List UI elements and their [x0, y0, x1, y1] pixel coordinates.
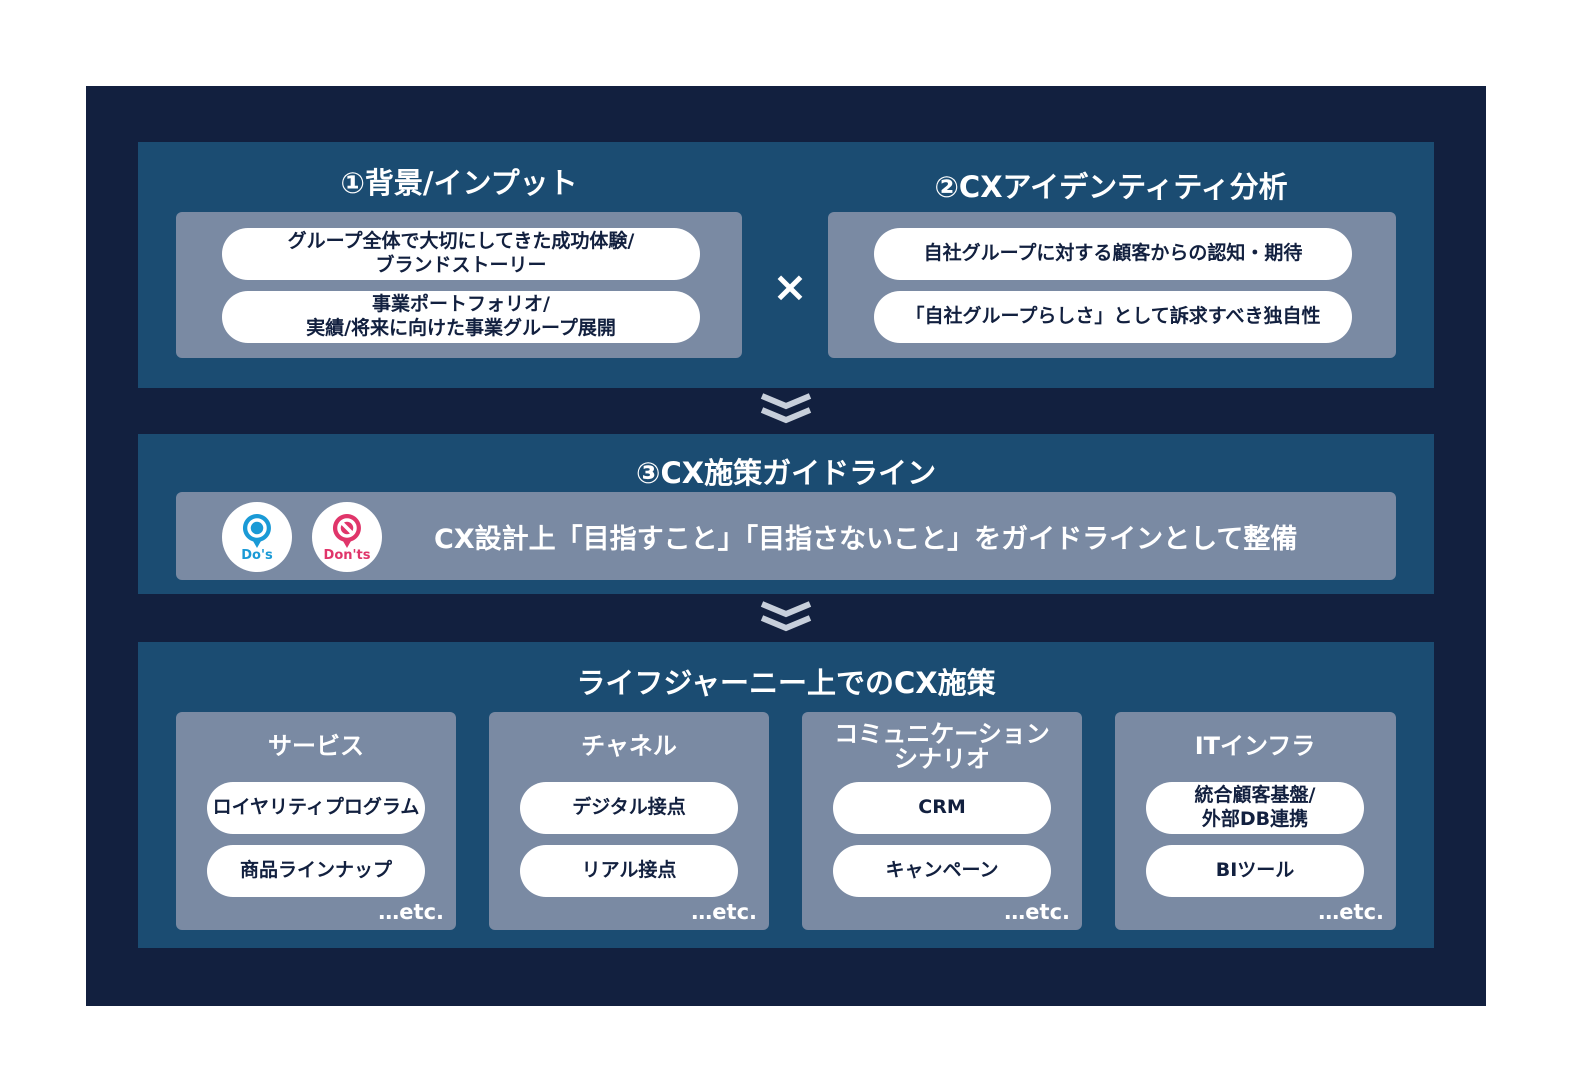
category-title: コミュニケーション シナリオ [834, 720, 1050, 774]
category-title: サービス [268, 732, 364, 760]
category-panel-service: サービス ロイヤリティプログラム 商品ラインナップ …etc. [176, 712, 456, 930]
category-item: BIツール [1146, 845, 1364, 897]
donts-label: Don'ts [323, 548, 371, 563]
multiply-icon: × [772, 262, 808, 311]
category-panel-it-infra: ITインフラ 統合顧客基盤/ 外部DB連携 BIツール …etc. [1115, 712, 1396, 930]
section2-title: ②CXアイデンティティ分析 [934, 170, 1288, 204]
etc-label: …etc. [1004, 900, 1070, 924]
section1-panel: グループ全体で大切にしてきた成功体験/ ブランドストーリー 事業ポートフォリオ/… [176, 212, 742, 358]
double-chevron-down-icon [760, 393, 812, 424]
dos-badge: Do's [222, 502, 292, 572]
category-title: チャネル [581, 732, 677, 760]
guideline-band: ③CX施策ガイドライン Do's Don'ts CX設計上「目指 [138, 434, 1434, 594]
section2-panel: 自社グループに対する顧客からの認知・期待 「自社グループらしさ」として訴求すべき… [828, 212, 1396, 358]
measures-band: ライフジャーニー上でのCX施策 サービス ロイヤリティプログラム 商品ラインナッ… [138, 642, 1434, 948]
section2-item-1: 自社グループに対する顧客からの認知・期待 [874, 228, 1352, 280]
input-analysis-band: ①背景/インプット ②CXアイデンティティ分析 グループ全体で大切にしてきた成功… [138, 142, 1434, 388]
guideline-text: CX設計上「目指すこと」「目指さないこと」をガイドラインとして整備 [434, 524, 1298, 555]
category-item: 商品ラインナップ [207, 845, 425, 897]
etc-label: …etc. [691, 900, 757, 924]
etc-label: …etc. [1318, 900, 1384, 924]
category-item: デジタル接点 [520, 782, 738, 834]
category-item: リアル接点 [520, 845, 738, 897]
etc-label: …etc. [378, 900, 444, 924]
section1-title: ①背景/インプット [340, 166, 578, 200]
section4-title: ライフジャーニー上でのCX施策 [576, 666, 996, 700]
guideline-panel: Do's Don'ts CX設計上「目指すこと」「目指さないこと」をガイドライン… [176, 492, 1396, 580]
category-item: CRM [833, 782, 1051, 834]
category-panel-communication: コミュニケーション シナリオ CRM キャンペーン …etc. [802, 712, 1082, 930]
section2-item-2: 「自社グループらしさ」として訴求すべき独自性 [874, 291, 1352, 343]
category-item: 統合顧客基盤/ 外部DB連携 [1146, 782, 1364, 834]
section1-item-2: 事業ポートフォリオ/ 実績/将来に向けた事業グループ展開 [222, 291, 700, 343]
double-chevron-down-icon [760, 601, 812, 632]
donts-prohibit-icon [332, 514, 361, 548]
category-item: キャンペーン [833, 845, 1051, 897]
diagram-frame: ①背景/インプット ②CXアイデンティティ分析 グループ全体で大切にしてきた成功… [86, 86, 1486, 1006]
category-item: ロイヤリティプログラム [207, 782, 425, 834]
section1-item-1: グループ全体で大切にしてきた成功体験/ ブランドストーリー [222, 228, 700, 280]
section3-title: ③CX施策ガイドライン [635, 456, 937, 490]
category-panel-channel: チャネル デジタル接点 リアル接点 …etc. [489, 712, 769, 930]
category-title: ITインフラ [1194, 732, 1316, 760]
donts-badge: Don'ts [312, 502, 382, 572]
dos-label: Do's [241, 548, 273, 563]
dos-circle-icon [242, 514, 271, 548]
